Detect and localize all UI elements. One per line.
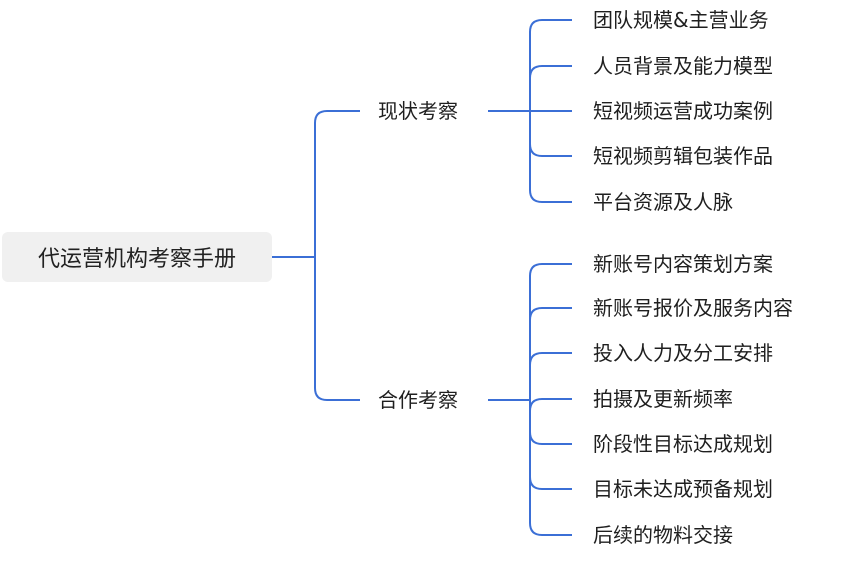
- leaf-node[interactable]: 拍摄及更新频率: [593, 385, 733, 413]
- leaf-node[interactable]: 新账号内容策划方案: [593, 250, 773, 278]
- leaf-node[interactable]: 后续的物料交接: [593, 521, 733, 549]
- leaf-node[interactable]: 短视频剪辑包装作品: [593, 142, 773, 170]
- leaf-label: 平台资源及人脉: [593, 190, 733, 214]
- root-node[interactable]: 代运营机构考察手册: [2, 232, 272, 282]
- root-connector-link: [314, 110, 360, 257]
- branch2-connector-link: [529, 400, 572, 445]
- leaf-node[interactable]: 人员背景及能力模型: [593, 52, 773, 80]
- branch2-connector-link: [529, 400, 572, 536]
- leaf-node[interactable]: 投入人力及分工安排: [593, 339, 773, 367]
- leaf-label: 短视频剪辑包装作品: [593, 144, 773, 168]
- leaf-label: 后续的物料交接: [593, 523, 733, 547]
- leaf-label: 目标未达成预备规划: [593, 477, 773, 501]
- leaf-node[interactable]: 团队规模&主营业务: [593, 6, 769, 34]
- branch1-connector-link: [529, 19, 572, 111]
- branch-label: 合作考察: [378, 388, 458, 412]
- branch2-connector-link: [529, 307, 572, 400]
- branch1-connector-link: [529, 111, 572, 157]
- leaf-node[interactable]: 短视频运营成功案例: [593, 97, 773, 125]
- leaf-label: 阶段性目标达成规划: [593, 432, 773, 456]
- branch-node-cooperation-review[interactable]: 合作考察: [378, 386, 458, 414]
- branch2-connector-link: [529, 398, 572, 412]
- root-connector-link: [314, 257, 360, 401]
- branch1-connector-link: [529, 65, 572, 111]
- leaf-label: 人员背景及能力模型: [593, 54, 773, 78]
- branch2-connector-link: [529, 263, 572, 400]
- root-node-label: 代运营机构考察手册: [37, 247, 236, 272]
- leaf-label: 投入人力及分工安排: [593, 341, 773, 365]
- leaf-node[interactable]: 阶段性目标达成规划: [593, 430, 773, 458]
- branch1-connector-link: [529, 111, 572, 203]
- leaf-node[interactable]: 新账号报价及服务内容: [593, 294, 793, 322]
- leaf-label: 团队规模&主营业务: [593, 8, 769, 32]
- branch2-connector-link: [529, 352, 572, 400]
- leaf-label: 短视频运营成功案例: [593, 99, 773, 123]
- leaf-label: 新账号报价及服务内容: [593, 296, 793, 320]
- leaf-node[interactable]: 目标未达成预备规划: [593, 475, 773, 503]
- leaf-label: 新账号内容策划方案: [593, 252, 773, 276]
- leaf-node[interactable]: 平台资源及人脉: [593, 188, 733, 216]
- leaf-label: 拍摄及更新频率: [593, 387, 733, 411]
- branch-node-status-review[interactable]: 现状考察: [378, 97, 458, 125]
- branch-label: 现状考察: [378, 99, 458, 123]
